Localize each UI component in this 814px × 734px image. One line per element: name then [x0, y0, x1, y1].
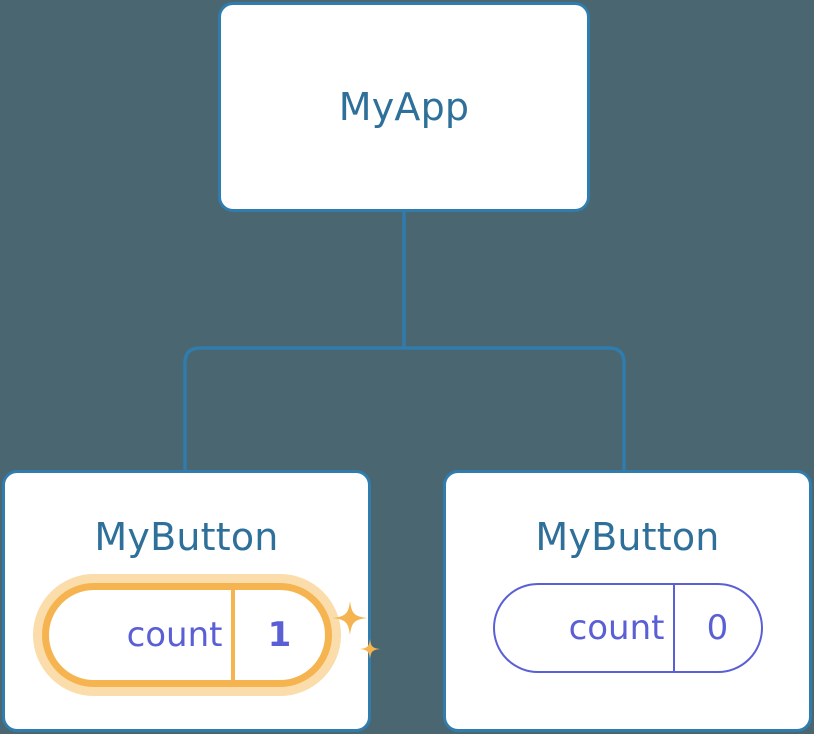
state-key: count: [568, 608, 665, 648]
state-pill-wrapper: count 1: [32, 574, 380, 696]
state-pill-wrapper: count 0: [492, 583, 763, 673]
state-value: 0: [672, 585, 761, 671]
connector-branch-right: [404, 346, 626, 470]
node-myapp[interactable]: MyApp: [218, 2, 590, 212]
connector-branch-left: [183, 346, 404, 470]
state-pill-default[interactable]: count 0: [492, 583, 763, 673]
state-value: 1: [230, 590, 325, 680]
node-title: MyButton: [94, 515, 279, 559]
state-pill-highlighted[interactable]: count 1: [41, 583, 332, 687]
state-key: count: [126, 615, 223, 655]
node-mybutton-left[interactable]: MyButton count 1: [2, 470, 380, 732]
node-mybutton-right[interactable]: MyButton count 0: [443, 470, 812, 732]
node-title: MyApp: [338, 85, 470, 129]
sparkle-icon: [359, 639, 380, 659]
node-title: MyButton: [535, 515, 720, 559]
